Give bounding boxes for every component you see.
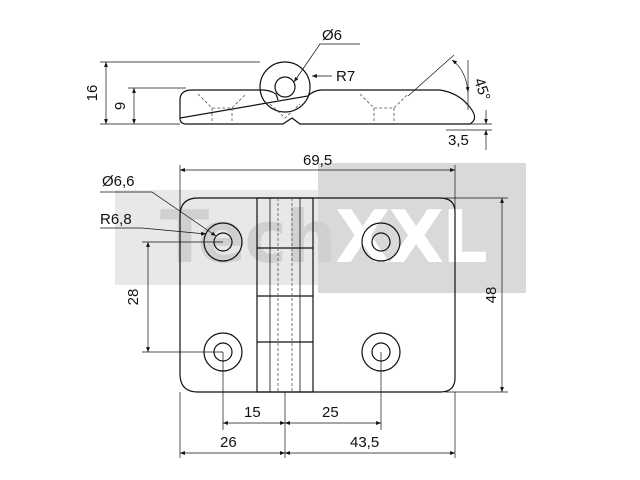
leader-hole-6-6 — [100, 191, 217, 237]
dim-label-angle-45: 45° — [470, 76, 493, 103]
side-view-countersink-right — [359, 93, 409, 109]
hole-top-right — [361, 222, 401, 262]
leader-hole-6 — [293, 43, 360, 83]
watermark-box-dark — [318, 163, 526, 293]
side-view-knuckle — [259, 61, 311, 113]
dim-label-48: 48 — [483, 287, 500, 304]
watermark-text-tech: Tech — [160, 195, 334, 279]
angle-arc-45 — [451, 59, 470, 93]
dim-label-radius-7: R7 — [336, 68, 355, 85]
front-view-pin-hidden — [277, 198, 293, 392]
side-view-countersink-right-shaft — [373, 108, 395, 124]
watermark-text-xxl: XXL — [335, 195, 486, 279]
dim-label-16: 16 — [84, 85, 101, 102]
side-view-countersink-left-shaft — [211, 108, 233, 124]
side-view-countersink-left — [197, 93, 247, 109]
leader-radius-6-8 — [100, 227, 207, 236]
watermark: Tech XXL — [115, 163, 526, 293]
dim-label-28: 28 — [125, 289, 142, 306]
front-view: 69,5 Ø6,6 R6,8 28 48 15 25 26 — [100, 152, 508, 458]
dim-label-9: 9 — [112, 102, 129, 110]
dim-label-26: 26 — [220, 434, 237, 451]
dim-label-15: 15 — [244, 404, 261, 421]
dim-label-radius-6-8: R6,8 — [100, 211, 132, 228]
side-view-pin-hole — [274, 76, 296, 98]
front-view-knuckle-segments — [257, 247, 313, 343]
dim-label-hole-6-6: Ø6,6 — [102, 173, 135, 190]
side-view-body — [179, 89, 476, 125]
side-view: 16 9 Ø6 R7 45° 3,5 — [84, 27, 493, 150]
front-view-outline — [179, 197, 456, 393]
dim-label-hole-6: Ø6 — [322, 27, 342, 44]
dim-label-43-5: 43,5 — [350, 434, 379, 451]
dim-label-3-5: 3,5 — [448, 132, 469, 149]
dim-label-25: 25 — [322, 404, 339, 421]
angle-line-45 — [407, 54, 455, 97]
dim-label-69-5: 69,5 — [303, 152, 332, 169]
side-view-hinge-gap — [269, 103, 301, 119]
front-view-knuckle-inner — [269, 198, 301, 392]
